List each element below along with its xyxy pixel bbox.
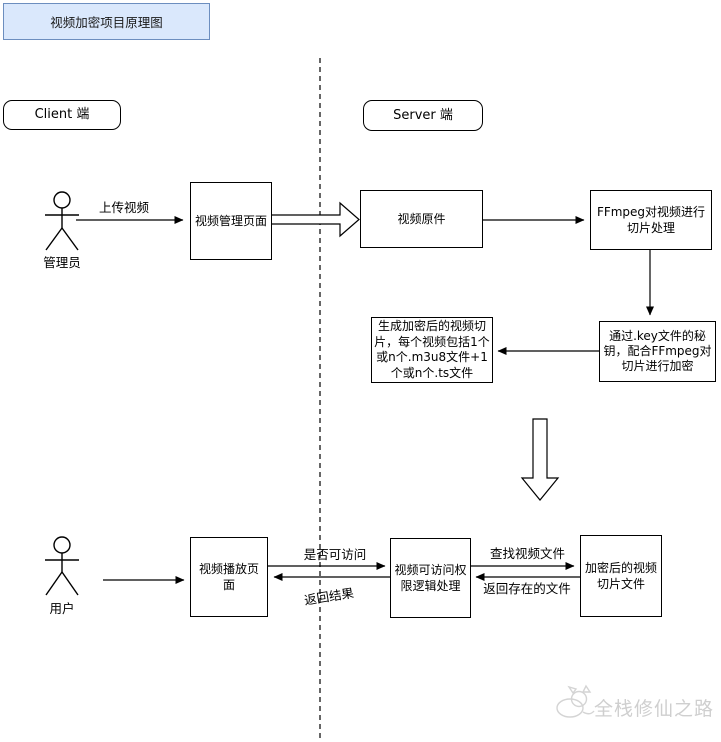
- block-arrow-down-icon: [520, 418, 560, 501]
- node-video-play: 视频播放页面: [190, 537, 268, 617]
- edge-label-upload: 上传视频: [98, 200, 149, 215]
- node-encrypted-files: 加密后的视频切片文件: [580, 535, 662, 617]
- user-actor-icon: [45, 536, 79, 596]
- diagram-title: 视频加密项目原理图: [3, 3, 210, 40]
- client-lane-label: Client 端: [3, 100, 121, 130]
- edge-label-return-exist: 返回存在的文件: [483, 581, 571, 596]
- user-actor-label: 用户: [49, 601, 75, 616]
- edge-label-find-file: 查找视频文件: [489, 546, 565, 561]
- edge-label-check-access: 是否可访问: [303, 547, 367, 562]
- cat-logo-icon: [556, 684, 595, 718]
- node-video-original: 视频原件: [360, 190, 483, 248]
- node-access-logic: 视频可访问权限逻辑处理: [390, 538, 471, 618]
- admin-actor-label: 管理员: [43, 255, 81, 270]
- admin-actor-icon: [45, 191, 79, 251]
- block-arrow-right-icon: [269, 201, 360, 238]
- node-key-encrypt: 通过.key文件的秘钥，配合FFmpeg对切片进行加密: [599, 321, 716, 382]
- node-generate-slices: 生成加密后的视频切片，每个视频包括1个或n个.m3u8文件+1个或n个.ts文件: [371, 317, 493, 383]
- node-video-mgmt: 视频管理页面: [190, 182, 272, 260]
- watermark-text: 全栈修仙之路: [594, 698, 715, 720]
- server-lane-label: Server 端: [363, 100, 483, 131]
- node-ffmpeg-slice: FFmpeg对视频进行切片处理: [590, 190, 712, 250]
